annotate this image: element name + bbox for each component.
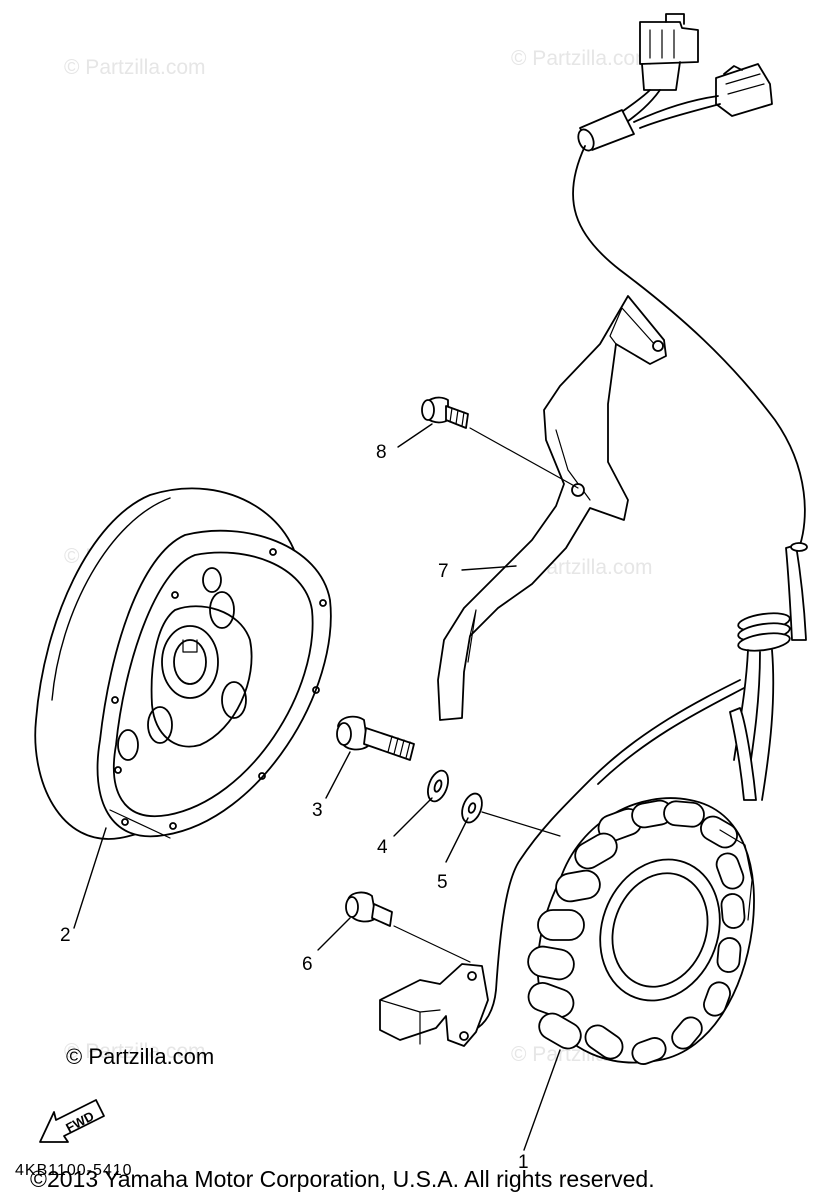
callout-7: 7 [438,561,449,582]
stator-assembly [527,797,755,1065]
watermark: © Partzilla.com [511,47,653,70]
callout-8: 8 [376,442,387,463]
callout-1: 1 [518,1152,529,1173]
leader-lines [73,423,561,1151]
screw-8 [421,396,579,489]
washer-5 [461,792,561,837]
callout-2: 2 [60,925,71,946]
diagram-code: 4KB1100-5410 [15,1162,133,1179]
flywheel-rotor [34,487,332,840]
callout-4: 4 [377,837,388,858]
screw-6 [345,891,471,963]
brand-text: © Partzilla.com [66,1044,215,1069]
coupler-connectors [577,13,773,152]
callout-5: 5 [437,872,448,893]
pickup-coil [379,963,489,1047]
washer-4 [427,769,449,803]
lead-wire-bracket [437,295,667,721]
callout-3: 3 [312,800,323,821]
watermark: © Partzilla.com [64,56,206,79]
callout-6: 6 [302,954,313,975]
main-harness [473,145,808,1031]
bolt-3 [336,715,415,761]
copyright-notice: ©2013 Yamaha Motor Corporation, U.S.A. A… [30,1166,655,1192]
watermark: © Partzilla.com [64,1040,206,1063]
fwd-arrow-icon: FWD [39,1099,105,1143]
fwd-label: FWD [63,1108,96,1135]
